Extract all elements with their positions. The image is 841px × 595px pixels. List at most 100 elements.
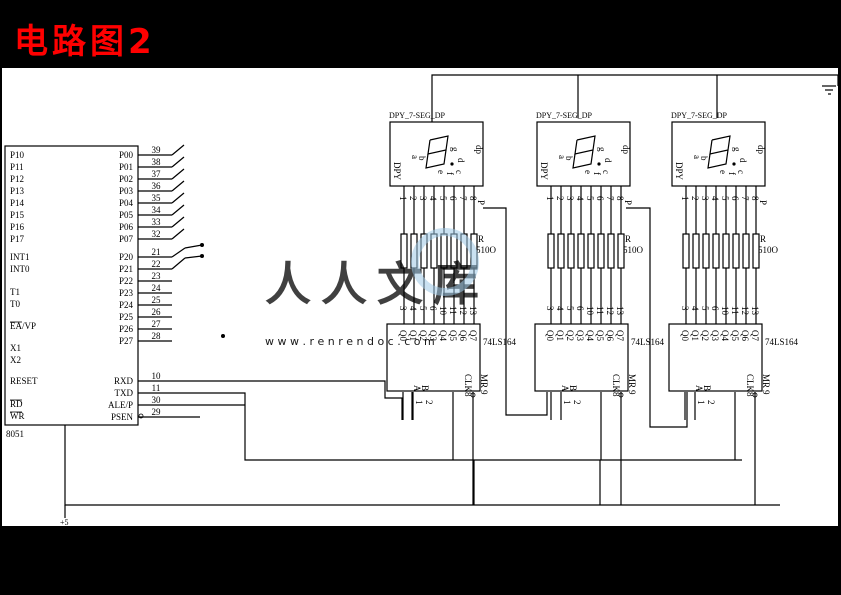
- resistor-body: [597, 233, 605, 269]
- shift-reg-output-number: 3: [680, 306, 690, 311]
- resistor-body: [682, 233, 690, 269]
- shift-reg-pin-mr: MR: [761, 374, 771, 388]
- junction-dot: [221, 334, 225, 338]
- mcu-pin-number: 36: [152, 181, 162, 191]
- mcu-left-pin-label: T1: [10, 287, 20, 297]
- display-p-label: P: [623, 200, 633, 205]
- shift-reg-output-number: 10: [438, 306, 448, 316]
- shift-reg-output-label: Q7: [750, 330, 760, 341]
- mcu-left-pin-label: RESET: [10, 376, 38, 386]
- shift-reg-output-number: 4: [690, 306, 700, 311]
- mcu-right-pin-label: P26: [119, 324, 134, 334]
- watermark-ring: [411, 228, 479, 296]
- shift-reg-output-number: 4: [555, 306, 565, 311]
- display-pin-number: 6: [448, 196, 458, 201]
- display-dp-label: dp: [756, 145, 766, 155]
- segment-letter-c: c: [454, 170, 464, 174]
- mcu-pin-number: 27: [152, 319, 162, 329]
- mcu-right-pin-label: TXD: [115, 388, 134, 398]
- mr-inverter-circle: [752, 392, 758, 398]
- p20-wire: [171, 247, 186, 258]
- cascade-wire-2: [626, 207, 688, 428]
- shift-reg-pin-b: B: [420, 385, 430, 391]
- display-pin-number: 3: [565, 196, 575, 201]
- display-pin-number: 4: [575, 196, 585, 201]
- shift-reg-output-number: 11: [448, 306, 458, 315]
- segment-dp-dot: [597, 162, 601, 166]
- psen-inverter-circle: [138, 413, 144, 419]
- resistor-body: [702, 233, 710, 269]
- shift-register-label: 74LS164: [765, 337, 799, 347]
- shift-reg-output-label: Q3: [575, 330, 585, 341]
- shift-reg-output-label: Q3: [428, 330, 438, 341]
- mcu-pin-number: 11: [152, 383, 161, 393]
- mcu-right-pin-label: P01: [119, 162, 133, 172]
- display-pin-number: 1: [680, 196, 690, 201]
- mcu-pin-number: 28: [152, 331, 162, 341]
- mcu-left-pin-label: P14: [10, 198, 25, 208]
- shift-reg-pin-clk: CLK: [611, 374, 621, 393]
- shift-reg-output-label: Q2: [418, 330, 428, 341]
- segment-letter-b: b: [417, 156, 427, 161]
- shift-reg-output-number: 6: [428, 306, 438, 311]
- mcu-pin-number: 25: [152, 295, 162, 305]
- resistor-body: [732, 233, 740, 269]
- shift-reg-pin-b: B: [568, 385, 578, 391]
- mcu-pin-number: 33: [152, 217, 162, 227]
- mcu-pin-number: 35: [152, 193, 162, 203]
- slide-title: 电路图2: [14, 22, 156, 62]
- shift-reg-output-label: Q6: [458, 330, 468, 341]
- shift-reg-pin-a: A: [560, 385, 570, 392]
- shift-reg-output-number: 3: [398, 306, 408, 311]
- mcu-right-pin-label: P06: [119, 222, 134, 232]
- mcu-pin-number: 10: [152, 371, 162, 381]
- resistor-body: [712, 233, 720, 269]
- shift-register-label: 74LS164: [631, 337, 665, 347]
- mcu-name-label: 8051: [6, 429, 24, 439]
- junction-dot: [200, 243, 204, 247]
- display-dp-label: dp: [621, 145, 631, 155]
- segment-letter-b: b: [564, 156, 574, 161]
- shift-reg-output-label: Q2: [565, 330, 575, 341]
- display-pin-number: 5: [585, 196, 595, 201]
- shift-reg-output-label: Q4: [585, 330, 595, 341]
- mcu-pin-number: 30: [152, 395, 162, 405]
- mcu-pin-number: 39: [152, 145, 162, 155]
- p0-bus-stub: [171, 192, 185, 204]
- mcu-8051-body: [4, 145, 139, 426]
- shift-register-1: [386, 323, 481, 392]
- mcu-right-pin-label: P02: [119, 174, 133, 184]
- resistor-body: [692, 233, 700, 269]
- shift-reg-pin-mr-num: 9: [479, 390, 489, 395]
- shift-reg-output-number: 13: [468, 306, 478, 316]
- mcu-pin-number: 22: [152, 259, 161, 269]
- display-pin-number: 4: [428, 196, 438, 201]
- segment-letter-g: g: [597, 147, 607, 152]
- mr-inverter-circle: [470, 392, 476, 398]
- segment-letter-g: g: [450, 147, 460, 152]
- segment-letter-d: d: [738, 158, 748, 163]
- mcu-pin-number: 38: [152, 157, 162, 167]
- display-pin-number: 2: [555, 196, 565, 201]
- shift-reg-output-number: 5: [565, 306, 575, 311]
- mcu-right-pin-label: P03: [119, 186, 134, 196]
- shift-reg-output-label: Q0: [545, 330, 555, 341]
- display-label: DPY_7-SEG_DP: [389, 111, 446, 120]
- segment-letter-e: e: [436, 170, 446, 174]
- segment-letter-c: c: [736, 170, 746, 174]
- mcu-right-pin-label: P05: [119, 210, 134, 220]
- junction-dot: [200, 254, 204, 258]
- segment-letter-c: c: [601, 170, 611, 174]
- mcu-pin-number: 24: [152, 283, 162, 293]
- shift-reg-output-label: Q5: [595, 330, 605, 341]
- mcu-left-pin-label: WR: [10, 411, 25, 421]
- resistor-value: 510O: [623, 245, 644, 255]
- mcu-right-pin-label: P25: [119, 312, 134, 322]
- display-pin-number: 1: [398, 196, 408, 201]
- segment-outline: [707, 149, 729, 169]
- display-label: DPY_7-SEG_DP: [671, 111, 728, 120]
- display-pin-number: 6: [595, 196, 605, 201]
- p0-bus-stub: [171, 228, 185, 240]
- mcu-right-pin-label: P00: [119, 150, 134, 160]
